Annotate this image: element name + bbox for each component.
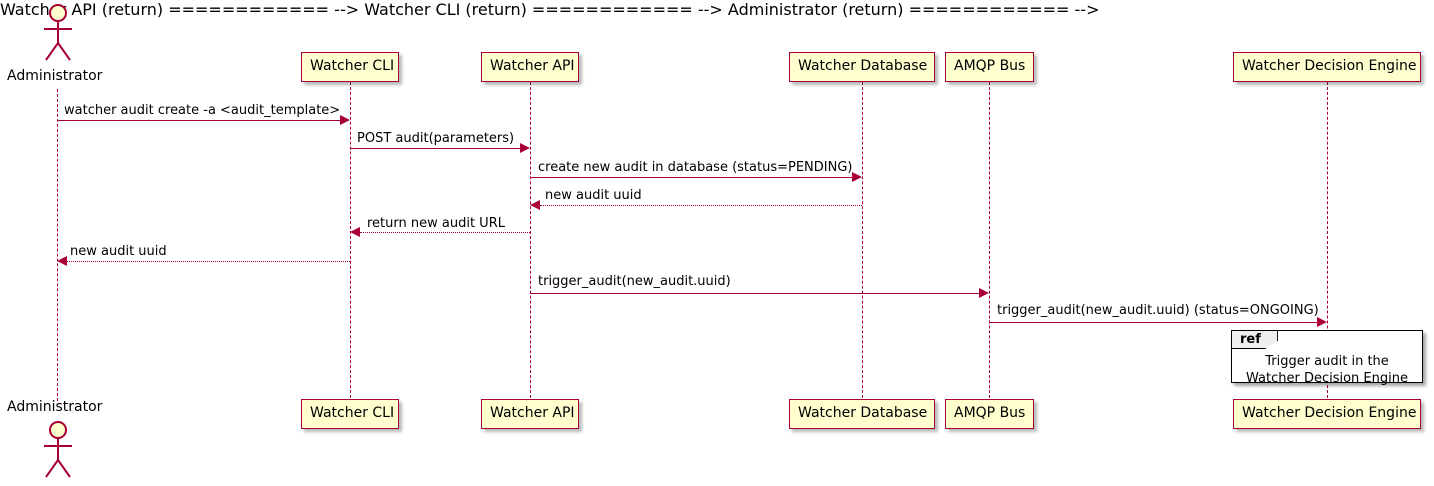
lifeline-administrator	[57, 89, 58, 401]
message-arrowhead-1	[340, 115, 350, 125]
participant-watcher-api-bottom[interactable]: Watcher API	[481, 399, 579, 429]
participant-amqp-bus-bottom[interactable]: AMQP Bus	[945, 399, 1034, 429]
message-line-7	[530, 293, 979, 294]
message-label-6: new audit uuid	[70, 244, 167, 259]
ref-fragment-body: Trigger audit in the Watcher Decision En…	[1232, 353, 1422, 387]
actor-administrator-top	[34, 3, 82, 63]
participant-watcher-api-top[interactable]: Watcher API	[481, 52, 579, 82]
message-arrowhead-8	[1317, 317, 1327, 327]
message-label-5: return new audit URL	[367, 216, 505, 231]
ref-fragment-line-2: Watcher Decision Engine	[1246, 371, 1408, 386]
message-arrowhead-7	[979, 288, 989, 298]
participant-watcher-cli-top[interactable]: Watcher CLI	[301, 52, 399, 82]
lifeline-amqp-bus	[989, 82, 990, 398]
message-label-1: watcher audit create -a <audit_template>	[64, 103, 341, 118]
message-label-4: new audit uuid	[545, 188, 642, 203]
ref-fragment-tag: ref	[1232, 331, 1278, 349]
participant-watcher-decision-engine-top[interactable]: Watcher Decision Engine	[1233, 52, 1421, 82]
message-label-8: trigger_audit(new_audit.uuid) (status=ON…	[997, 303, 1319, 318]
participant-amqp-bus-top[interactable]: AMQP Bus	[945, 52, 1034, 82]
lifeline-watcher-database	[862, 82, 863, 398]
actor-administrator-bottom	[34, 420, 82, 480]
actor-label-administrator-top: Administrator	[7, 68, 103, 84]
message-arrowhead-6	[57, 256, 67, 266]
lifeline-watcher-decision-engine	[1327, 82, 1328, 398]
message-arrowhead-4	[530, 200, 540, 210]
message-line-3	[530, 177, 852, 178]
actor-stick-figure-icon	[44, 4, 72, 61]
lifeline-watcher-api	[530, 82, 531, 398]
actor-label-administrator-bottom: Administrator	[7, 399, 103, 415]
participant-watcher-database-bottom[interactable]: Watcher Database	[789, 399, 935, 429]
message-line-1	[57, 120, 340, 121]
lifeline-watcher-cli	[350, 82, 351, 398]
participant-watcher-database-top[interactable]: Watcher Database	[789, 52, 935, 82]
actor-stick-figure-icon	[44, 421, 72, 478]
ref-fragment-line-1: Trigger audit in the	[1265, 354, 1389, 369]
message-arrowhead-3	[852, 172, 862, 182]
message-line-6	[67, 261, 350, 262]
message-line-8	[989, 322, 1317, 323]
message-label-7: trigger_audit(new_audit.uuid)	[538, 274, 731, 289]
message-line-4	[540, 205, 862, 206]
message-label-2: POST audit(parameters)	[357, 131, 515, 146]
participant-watcher-decision-engine-bottom[interactable]: Watcher Decision Engine	[1233, 399, 1421, 429]
ref-fragment[interactable]: ref Trigger audit in the Watcher Decisio…	[1231, 330, 1423, 386]
message-arrowhead-2	[520, 143, 530, 153]
participant-watcher-cli-bottom[interactable]: Watcher CLI	[301, 399, 399, 429]
message-label-3: create new audit in database (status=PEN…	[538, 160, 853, 175]
message-line-2	[350, 148, 520, 149]
message-line-5	[360, 232, 530, 233]
message-arrowhead-5	[350, 227, 360, 237]
